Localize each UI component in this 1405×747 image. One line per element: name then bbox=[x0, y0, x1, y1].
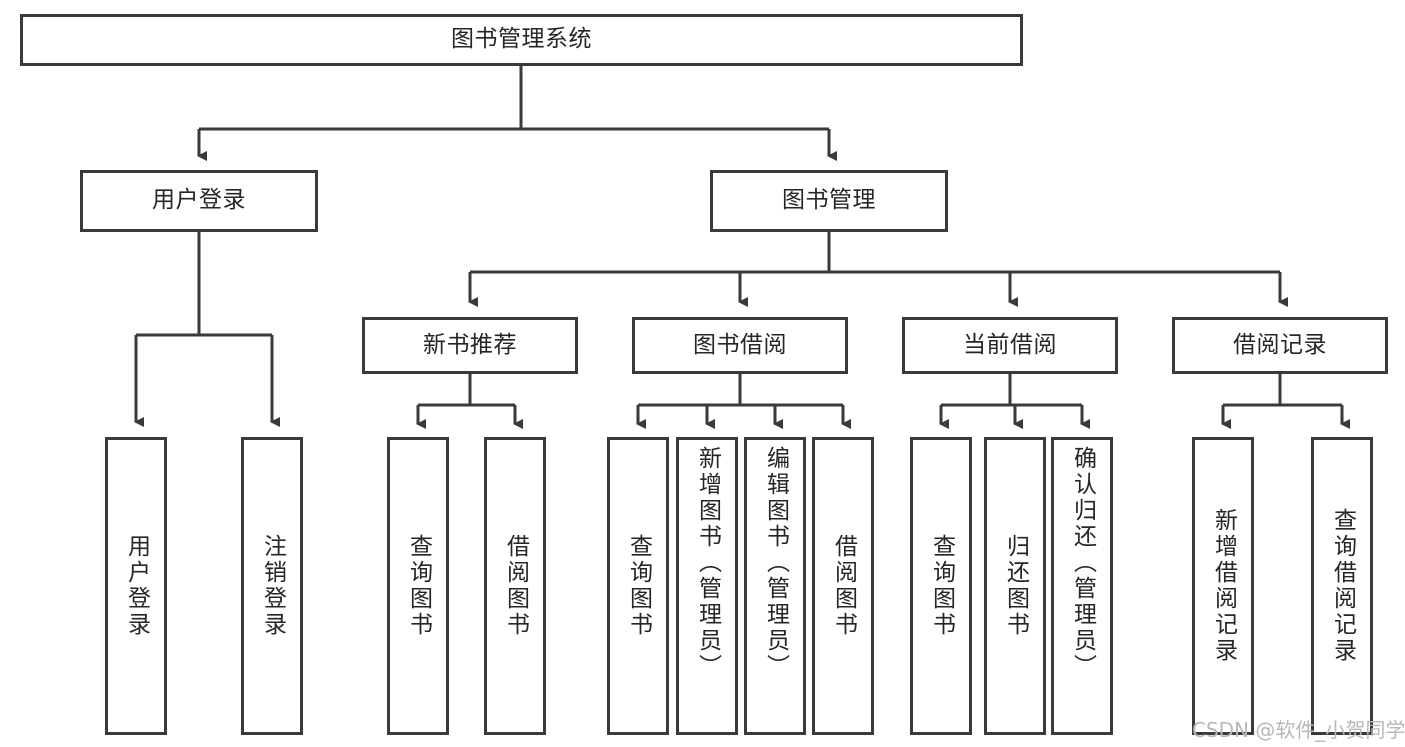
node-borrow-record[interactable]: 借阅记录 bbox=[1172, 317, 1388, 374]
leaf-return-book-label: 归还图书 bbox=[1002, 534, 1029, 638]
leaf-query-book-recommend[interactable]: 查询图书 bbox=[387, 437, 449, 735]
leaf-text-wrap: 用户登录 bbox=[123, 440, 150, 732]
node-book-management-label: 图书管理 bbox=[782, 187, 876, 214]
node-current-borrow[interactable]: 当前借阅 bbox=[902, 317, 1118, 374]
node-borrow-record-label: 借阅记录 bbox=[1233, 331, 1327, 358]
node-book-borrow[interactable]: 图书借阅 bbox=[632, 317, 848, 374]
leaf-text-wrap: 编辑图书（管理员） bbox=[762, 440, 789, 732]
leaf-text-wrap: 注销登录 bbox=[259, 440, 286, 732]
leaf-confirm-return-admin[interactable]: 确认归还（管理员） bbox=[1051, 437, 1113, 735]
leaf-text-wrap: 新增借阅记录 bbox=[1210, 440, 1237, 732]
leaf-borrow-book-recommend[interactable]: 借阅图书 bbox=[484, 437, 546, 735]
node-book-management[interactable]: 图书管理 bbox=[710, 170, 948, 232]
node-user-login-label: 用户登录 bbox=[152, 187, 246, 214]
leaf-user-login-label: 用户登录 bbox=[123, 534, 150, 638]
leaf-add-book-admin[interactable]: 新增图书（管理员） bbox=[676, 437, 738, 735]
leaf-borrow-book[interactable]: 借阅图书 bbox=[812, 437, 874, 735]
leaf-logout-label: 注销登录 bbox=[259, 534, 286, 638]
leaf-text-wrap: 确认归还（管理员） bbox=[1069, 440, 1096, 732]
leaf-confirm-return-admin-label: 确认归还（管理员） bbox=[1069, 446, 1096, 680]
leaf-borrow-book-recommend-label: 借阅图书 bbox=[502, 534, 529, 638]
leaf-query-book-current[interactable]: 查询图书 bbox=[910, 437, 972, 735]
csdn-watermark: CSDN @软件_小贺同学 bbox=[1192, 718, 1405, 742]
leaf-text-wrap: 新增图书（管理员） bbox=[694, 440, 721, 732]
leaf-edit-book-admin-label: 编辑图书（管理员） bbox=[762, 446, 789, 680]
leaf-text-wrap: 归还图书 bbox=[1002, 440, 1029, 732]
node-new-book-recommend[interactable]: 新书推荐 bbox=[362, 317, 578, 374]
leaf-user-login[interactable]: 用户登录 bbox=[105, 437, 167, 735]
leaf-text-wrap: 查询图书 bbox=[625, 440, 652, 732]
leaf-edit-book-admin[interactable]: 编辑图书（管理员） bbox=[744, 437, 806, 735]
leaf-text-wrap: 借阅图书 bbox=[502, 440, 529, 732]
leaf-add-book-admin-label: 新增图书（管理员） bbox=[694, 446, 721, 680]
node-new-book-recommend-label: 新书推荐 bbox=[423, 331, 517, 358]
leaf-borrow-book-label: 借阅图书 bbox=[830, 534, 857, 638]
leaf-query-book-recommend-label: 查询图书 bbox=[405, 534, 432, 638]
node-root[interactable]: 图书管理系统 bbox=[20, 14, 1023, 66]
leaf-return-book[interactable]: 归还图书 bbox=[984, 437, 1046, 735]
leaf-query-book-borrow[interactable]: 查询图书 bbox=[607, 437, 669, 735]
leaf-text-wrap: 查询图书 bbox=[405, 440, 432, 732]
leaf-add-borrow-record-label: 新增借阅记录 bbox=[1210, 508, 1237, 664]
node-root-label: 图书管理系统 bbox=[451, 26, 592, 53]
leaf-add-borrow-record[interactable]: 新增借阅记录 bbox=[1192, 437, 1254, 735]
leaf-text-wrap: 借阅图书 bbox=[830, 440, 857, 732]
node-book-borrow-label: 图书借阅 bbox=[693, 331, 787, 358]
node-user-login[interactable]: 用户登录 bbox=[80, 170, 318, 232]
leaf-query-borrow-record-label: 查询借阅记录 bbox=[1329, 508, 1356, 664]
leaf-query-borrow-record[interactable]: 查询借阅记录 bbox=[1311, 437, 1373, 735]
leaf-text-wrap: 查询图书 bbox=[928, 440, 955, 732]
leaf-text-wrap: 查询借阅记录 bbox=[1329, 440, 1356, 732]
leaf-query-book-current-label: 查询图书 bbox=[928, 534, 955, 638]
node-current-borrow-label: 当前借阅 bbox=[963, 331, 1057, 358]
leaf-query-book-borrow-label: 查询图书 bbox=[625, 534, 652, 638]
leaf-logout[interactable]: 注销登录 bbox=[241, 437, 303, 735]
